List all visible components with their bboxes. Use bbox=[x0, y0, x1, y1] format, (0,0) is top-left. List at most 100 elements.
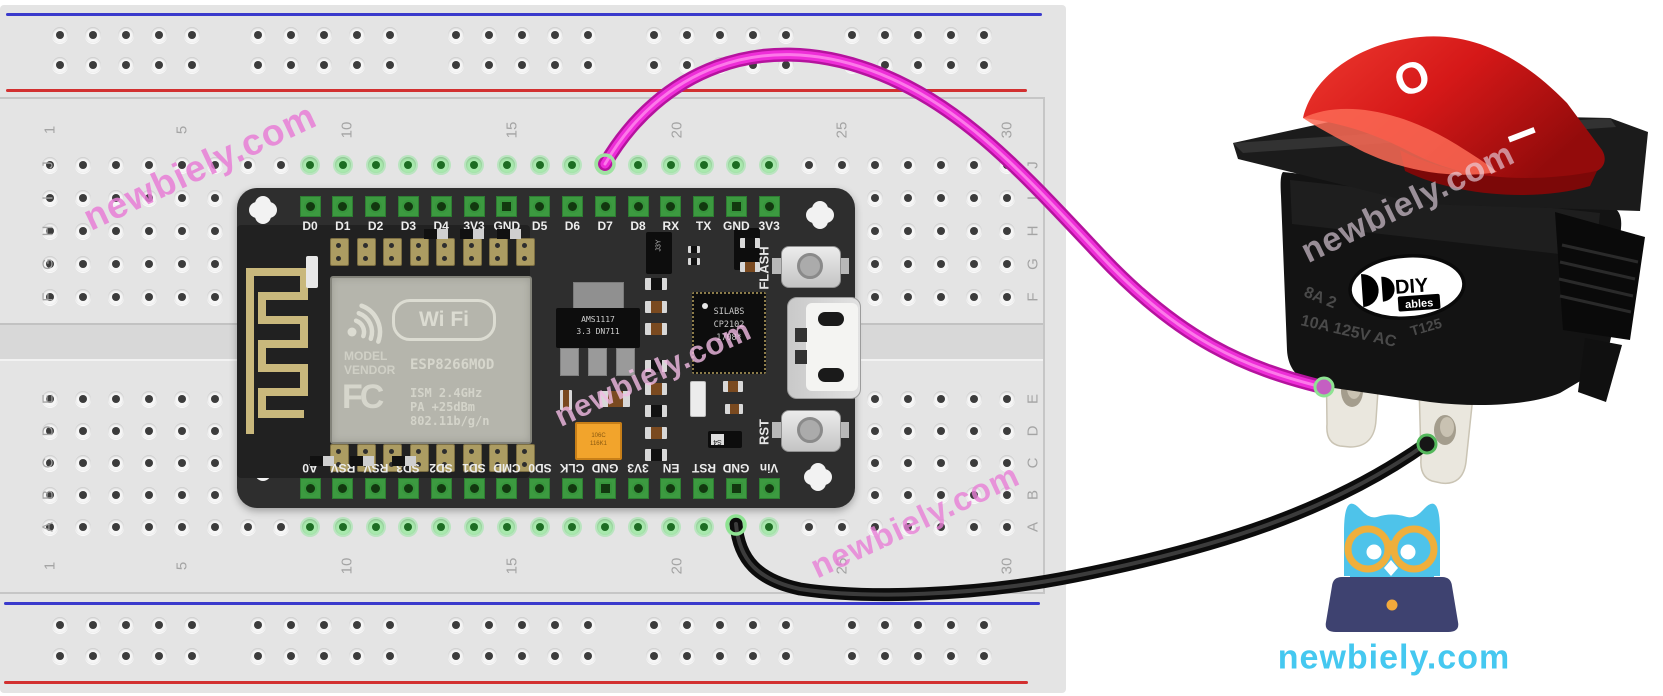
rocker-switch: O I 8A 2 10A 125V AC T125 DIY ables bbox=[1233, 36, 1648, 485]
bb-hole bbox=[712, 27, 728, 43]
bb-hole bbox=[999, 423, 1015, 439]
bb-hole bbox=[547, 27, 563, 43]
bb-hole bbox=[712, 648, 728, 664]
bb-hole bbox=[481, 648, 497, 664]
board-pin-label: RST bbox=[691, 461, 716, 475]
board-pin-label: SD2 bbox=[429, 461, 453, 475]
terminal-hole-right-inner bbox=[1440, 417, 1454, 437]
bb-hole bbox=[382, 648, 398, 664]
bb-hole bbox=[141, 256, 157, 272]
bb-hole bbox=[867, 391, 883, 407]
board-pin-CMD bbox=[496, 478, 518, 499]
bb-hole bbox=[118, 57, 134, 73]
board-pin-SD0 bbox=[529, 478, 551, 499]
logo-main-text: DIY bbox=[1394, 274, 1429, 298]
smd-s4-label: S4 bbox=[711, 434, 724, 445]
module-brand-line: VENDOR bbox=[344, 363, 396, 377]
bb-hole bbox=[75, 391, 91, 407]
bb-hole bbox=[240, 519, 256, 535]
bb-hole bbox=[108, 190, 124, 206]
smd-component bbox=[645, 301, 667, 313]
bb-hole bbox=[141, 423, 157, 439]
bb-hole bbox=[448, 617, 464, 633]
breadboard-bottom-groove bbox=[0, 592, 1043, 594]
board-pin-RST bbox=[693, 478, 715, 499]
bb-hole bbox=[481, 27, 497, 43]
smd-s4: S4 bbox=[708, 431, 742, 448]
flash-button-tab bbox=[772, 258, 781, 274]
smd-component bbox=[560, 390, 572, 410]
flash-button-cap[interactable] bbox=[797, 253, 823, 279]
bb-hole bbox=[250, 27, 266, 43]
board-pin-3V3 bbox=[627, 478, 649, 499]
module-pad bbox=[436, 238, 455, 266]
bb-hole bbox=[910, 617, 926, 633]
bb-hole bbox=[580, 57, 596, 73]
board-pin-GND bbox=[496, 196, 518, 217]
top-rail-negative-line bbox=[6, 13, 1042, 16]
bb-hole-connected bbox=[531, 519, 548, 535]
bb-hole bbox=[273, 519, 289, 535]
rocker-top[interactable] bbox=[1303, 36, 1605, 181]
smd-component bbox=[725, 404, 743, 414]
bb-hole-connected bbox=[466, 519, 482, 535]
board-pin-D8 bbox=[627, 196, 649, 217]
module-pad bbox=[356, 238, 376, 266]
bb-hole bbox=[174, 391, 190, 407]
reset-button-cap[interactable] bbox=[797, 417, 823, 443]
board-pin-A0 bbox=[299, 478, 321, 499]
bb-hole bbox=[174, 455, 190, 471]
usb-contact bbox=[818, 368, 844, 382]
bb-hole bbox=[999, 391, 1015, 407]
board-pin-label: Vin bbox=[759, 461, 779, 475]
rocker-actuator[interactable]: O I bbox=[1303, 36, 1605, 195]
board-pin-label: TX bbox=[695, 219, 712, 233]
module-pad bbox=[436, 444, 455, 472]
smd-component bbox=[645, 427, 667, 439]
bb-hole bbox=[283, 27, 299, 43]
bb-hole bbox=[42, 223, 58, 239]
bb-hole bbox=[141, 519, 157, 535]
bb-hole bbox=[184, 27, 200, 43]
smd-component bbox=[600, 391, 630, 407]
bb-hole bbox=[75, 289, 91, 305]
bb-hole bbox=[844, 27, 860, 43]
board-pin-label: D2 bbox=[367, 219, 384, 233]
board-pin-label: SD1 bbox=[462, 461, 486, 475]
bb-hole-connected bbox=[531, 157, 548, 173]
bb-hole bbox=[141, 157, 157, 173]
bb-hole bbox=[448, 57, 464, 73]
module-pad bbox=[515, 444, 535, 472]
module-spec-line: PA +25dBm bbox=[410, 400, 476, 414]
module-part-number: ESP8266MOD bbox=[410, 357, 495, 373]
bb-hole bbox=[108, 256, 124, 272]
module-spec-line: 802.11b/g/n bbox=[410, 414, 490, 428]
bb-hole bbox=[207, 487, 223, 503]
solder-jumper bbox=[460, 229, 484, 239]
bb-hole bbox=[580, 648, 596, 664]
board-pin-label: D6 bbox=[564, 219, 581, 233]
bb-hole bbox=[151, 57, 167, 73]
module-pad bbox=[409, 238, 429, 266]
top-rail-positive-line bbox=[6, 89, 1027, 92]
bb-hole bbox=[174, 487, 190, 503]
bb-hole bbox=[844, 617, 860, 633]
module-pad bbox=[489, 238, 508, 266]
bb-hole bbox=[966, 391, 982, 407]
switch-mount-clip bbox=[1555, 212, 1645, 340]
bb-hole bbox=[877, 648, 893, 664]
rocker-highlight bbox=[1303, 108, 1497, 175]
bb-hole bbox=[174, 519, 190, 535]
bb-hole bbox=[448, 648, 464, 664]
bb-hole bbox=[52, 617, 68, 633]
board-pin-GND bbox=[725, 478, 747, 499]
bb-hole bbox=[316, 57, 332, 73]
bb-hole-connected bbox=[498, 519, 515, 535]
usb-contact bbox=[818, 312, 844, 326]
board-pin-label: GND bbox=[723, 461, 750, 475]
bb-hole bbox=[966, 423, 982, 439]
solder-jumper bbox=[310, 456, 334, 466]
bb-hole bbox=[141, 223, 157, 239]
bb-hole bbox=[316, 617, 332, 633]
